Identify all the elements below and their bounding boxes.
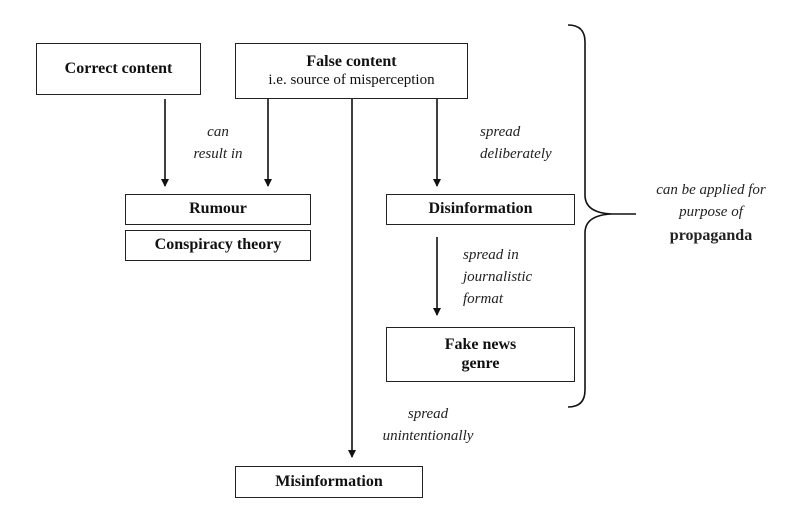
fake-news-box: Fake news genre xyxy=(386,327,575,382)
spread-in-journalistic-format-label: spread in journalistic format xyxy=(463,245,573,310)
correct-content-box: Correct content xyxy=(36,43,201,95)
conspiracy-theory-box: Conspiracy theory xyxy=(125,230,311,261)
false-content-box: False content i.e. source of mispercepti… xyxy=(235,43,468,99)
rumour-label: Rumour xyxy=(189,200,247,218)
unintentionally-line2: unintentionally xyxy=(382,427,474,444)
spread-deliberately-line1: spread xyxy=(480,124,521,140)
disinformation-box: Disinformation xyxy=(386,194,575,225)
rumour-box: Rumour xyxy=(125,194,311,225)
unintentionally-line1: spread xyxy=(407,406,449,422)
can-result-in-label: can result in xyxy=(176,122,260,166)
can-result-in-line1: can xyxy=(207,124,229,140)
fake-news-line1: Fake news xyxy=(444,336,517,354)
journalistic-line1: spread in xyxy=(463,247,519,263)
false-content-subtitle: i.e. source of misperception xyxy=(268,71,435,88)
spread-deliberately-label: spread deliberately xyxy=(480,122,580,166)
fake-news-line2: genre xyxy=(461,354,500,372)
can-result-in-line2: result in xyxy=(193,145,243,162)
journalistic-line3: format xyxy=(463,290,504,307)
false-content-title: False content xyxy=(306,53,397,71)
propaganda-line2: purpose of xyxy=(679,203,743,220)
propaganda-label: can be applied for purpose of propaganda xyxy=(636,180,786,247)
propaganda-line1: can be applied for xyxy=(656,182,766,198)
conspiracy-theory-label: Conspiracy theory xyxy=(154,236,282,254)
disinformation-label: Disinformation xyxy=(428,200,533,218)
spread-deliberately-line2: deliberately xyxy=(480,145,552,162)
propaganda-line3: propaganda xyxy=(669,226,753,244)
spread-unintentionally-label: spread unintentionally xyxy=(368,404,488,448)
correct-content-label: Correct content xyxy=(64,59,173,77)
misinformation-label: Misinformation xyxy=(275,472,383,490)
misinformation-box: Misinformation xyxy=(235,466,423,498)
journalistic-line2: journalistic xyxy=(463,268,533,285)
